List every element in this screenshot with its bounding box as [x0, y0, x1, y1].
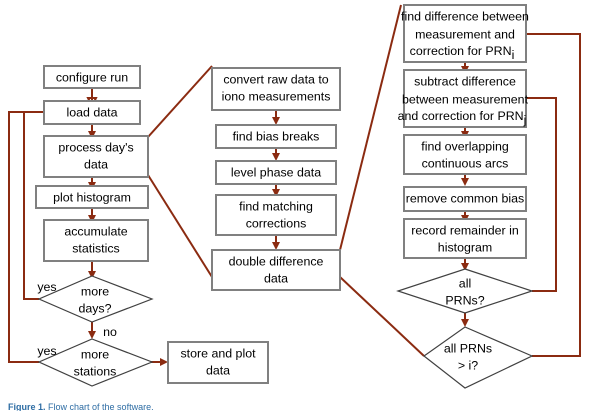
node-process-days-data-line2: data — [84, 157, 108, 171]
figure-caption-number: Figure 1. — [8, 402, 46, 411]
node-find-matching-corrections[interactable]: find matching corrections — [215, 194, 337, 236]
edge-allprnsgti-loop — [478, 33, 581, 357]
node-find-bias-breaks-label: find bias breaks — [233, 129, 320, 143]
node-store-and-plot-data-line1: store and plot — [180, 346, 256, 360]
node-find-difference-prn-i[interactable]: find difference between measurement and … — [401, 4, 529, 63]
node-configure-run[interactable]: configure run — [43, 65, 141, 89]
node-all-prns-gt-i-line2: > i? — [458, 358, 478, 372]
node-store-and-plot-data[interactable]: store and plot data — [167, 341, 269, 384]
subscript-i: i — [512, 48, 515, 62]
node-process-days-data-line1: process day's — [58, 140, 133, 154]
node-find-difference-prn-i-line2: measurement and — [415, 27, 515, 41]
node-more-days-line1: more — [81, 284, 109, 298]
node-more-stations-line2: stations — [74, 364, 117, 378]
node-subtract-difference-prn-j-line1: subtract difference — [414, 74, 516, 88]
node-find-bias-breaks[interactable]: find bias breaks — [215, 124, 337, 149]
node-level-phase-data-label: level phase data — [231, 165, 321, 179]
node-all-prns-line2: PRNs? — [445, 293, 484, 307]
node-all-prns-gt-i-line1: all PRNs — [444, 341, 492, 355]
node-find-difference-prn-i-line3: correction for PRNi — [410, 44, 515, 62]
arrowhead-allprnsgti — [461, 319, 469, 327]
node-more-days[interactable]: more days? — [37, 275, 154, 323]
arrowhead-allprns — [461, 263, 469, 271]
arrowhead-double — [272, 242, 280, 250]
node-more-stations-line1: more — [81, 347, 109, 361]
node-record-remainder-line1: record remainder in — [411, 223, 519, 237]
node-find-overlapping-arcs-line2: continuous arcs — [422, 156, 509, 170]
left-column: configure run load data process day's da… — [35, 65, 269, 387]
node-store-and-plot-data-line2: data — [206, 363, 230, 377]
node-find-overlapping-arcs-line1: find overlapping — [421, 139, 509, 153]
arrowhead-bias — [272, 117, 280, 125]
edge-label-more-days-no: no — [103, 325, 117, 339]
node-convert-raw-data[interactable]: convert raw data to iono measurements — [211, 67, 341, 111]
node-more-stations[interactable]: more stations — [37, 338, 154, 387]
node-double-difference-data-line1: double difference — [229, 254, 324, 268]
node-remove-common-bias[interactable]: remove common bias — [403, 186, 527, 212]
edge-label-more-stations-yes: yes — [37, 344, 56, 358]
node-find-matching-corrections-line1: find matching — [239, 199, 313, 213]
node-subtract-difference-prn-j-line2: between measurement — [402, 92, 529, 106]
edge-process-to-subroutine-top — [147, 65, 213, 138]
node-level-phase-data[interactable]: level phase data — [215, 160, 337, 185]
node-convert-raw-data-line1: convert raw data to — [223, 72, 328, 86]
middle-column: convert raw data to iono measurements fi… — [211, 67, 341, 291]
node-configure-run-label: configure run — [56, 70, 128, 84]
arrowhead-removebias — [461, 178, 469, 186]
edge-subroutine-bottom-to-process — [147, 174, 213, 278]
edge-double-to-dd-subroutine-top — [339, 4, 402, 251]
edge-dd-subroutine-bottom-to-double — [339, 276, 425, 357]
right-column: find difference between measurement and … — [396, 4, 534, 389]
arrowhead-moredays — [88, 271, 96, 279]
node-find-overlapping-arcs[interactable]: find overlapping continuous arcs — [403, 134, 527, 175]
node-all-prns-gt-i[interactable]: all PRNs > i? — [422, 326, 534, 389]
figure-caption: Figure 1. Flow chart of the software. — [8, 402, 154, 411]
node-process-days-data[interactable]: process day's data — [43, 135, 149, 178]
node-record-remainder-line2: histogram — [438, 240, 492, 254]
arrowhead-store — [160, 358, 168, 366]
node-load-data-label: load data — [67, 105, 118, 119]
node-double-difference-data-line2: data — [264, 271, 288, 285]
node-find-difference-prn-i-line1: find difference between — [401, 9, 529, 23]
node-accumulate-statistics-line2: statistics — [72, 241, 120, 255]
arrowhead-level — [272, 153, 280, 161]
node-find-matching-corrections-line2: corrections — [246, 216, 307, 230]
node-more-days-line2: days? — [78, 301, 111, 315]
node-plot-histogram[interactable]: plot histogram — [35, 185, 149, 209]
figure-caption-text: Flow chart of the software. — [48, 402, 154, 411]
node-accumulate-statistics-line1: accumulate — [64, 224, 127, 238]
node-remove-common-bias-label: remove common bias — [406, 191, 524, 205]
node-record-remainder[interactable]: record remainder in histogram — [403, 218, 527, 259]
arrowhead-matching — [272, 189, 280, 197]
node-all-prns[interactable]: all PRNs? — [396, 268, 534, 314]
node-plot-histogram-label: plot histogram — [53, 190, 131, 204]
node-load-data[interactable]: load data — [43, 100, 141, 125]
node-all-prns-line1: all — [459, 276, 471, 290]
edge-label-more-days-yes: yes — [37, 280, 56, 294]
node-convert-raw-data-line2: iono measurements — [222, 89, 331, 103]
node-subtract-difference-prn-j[interactable]: subtract difference between measurement … — [398, 69, 529, 128]
arrowhead-morestations — [88, 331, 96, 339]
node-accumulate-statistics[interactable]: accumulate statistics — [43, 219, 149, 262]
subscript-j: j — [523, 113, 527, 127]
node-double-difference-data[interactable]: double difference data — [211, 249, 341, 291]
node-subtract-difference-prn-j-line3: and correction for PRNj — [398, 109, 527, 127]
